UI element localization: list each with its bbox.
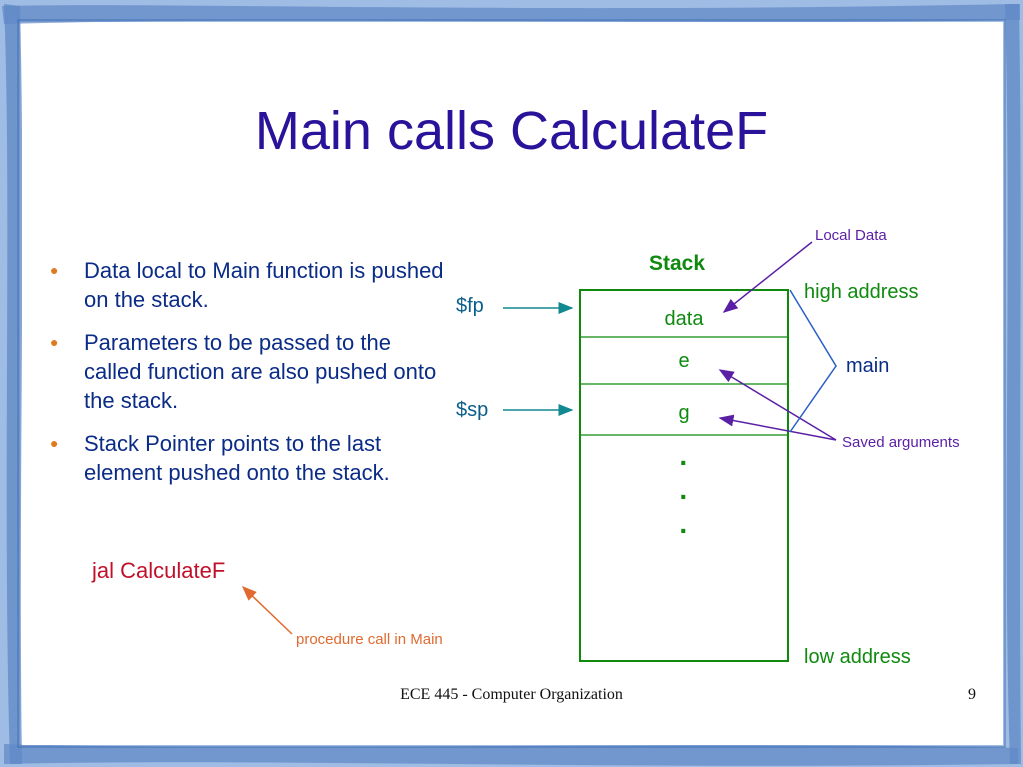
bullet-dot-icon: ● bbox=[50, 262, 59, 278]
call-annotation-arrow bbox=[241, 585, 293, 635]
local-data-label: Local Data bbox=[815, 227, 887, 244]
bullet-text: Stack Pointer points to the last element… bbox=[84, 431, 390, 485]
stack-cell-data: data bbox=[664, 308, 704, 330]
saved-arguments-label: Saved arguments bbox=[842, 434, 960, 451]
saved-args-arrow bbox=[718, 369, 837, 441]
page-number: 9 bbox=[968, 686, 976, 703]
bullet-dot-icon: ● bbox=[50, 435, 59, 451]
bullet-item: ● Parameters to be passed to the called … bbox=[50, 328, 450, 415]
call-instruction: jal CalculateF bbox=[92, 558, 226, 583]
call-annotation: procedure call in Main bbox=[296, 631, 443, 648]
stack-cell-e: e bbox=[678, 350, 690, 372]
saved-args-arrow bbox=[718, 414, 837, 441]
stack-ellipsis-dot: · bbox=[679, 515, 689, 546]
high-address-label: high address bbox=[804, 281, 919, 303]
slide-footer: ECE 445 - Computer Organization bbox=[400, 686, 623, 703]
bullet-list: ● Data local to Main function is pushed … bbox=[50, 256, 450, 501]
stack-ellipsis: · · · bbox=[580, 446, 788, 548]
bullet-text: Data local to Main function is pushed on… bbox=[84, 258, 444, 312]
main-brace bbox=[789, 289, 837, 433]
stack-box bbox=[579, 289, 789, 662]
bullet-item: ● Data local to Main function is pushed … bbox=[50, 256, 450, 314]
fp-label: $fp bbox=[456, 295, 484, 317]
stack-heading: Stack bbox=[649, 252, 706, 275]
main-label: main bbox=[846, 355, 890, 377]
bullet-dot-icon: ● bbox=[50, 334, 59, 350]
low-address-label: low address bbox=[804, 646, 911, 668]
stack-ellipsis-dot: · bbox=[679, 447, 689, 478]
local-data-arrow bbox=[722, 241, 813, 313]
stack-cell-g: g bbox=[678, 402, 690, 424]
sp-label: $sp bbox=[456, 399, 489, 421]
bullet-item: ● Stack Pointer points to the last eleme… bbox=[50, 429, 450, 487]
bullet-text: Parameters to be passed to the called fu… bbox=[84, 330, 437, 413]
stack-ellipsis-dot: · bbox=[679, 481, 689, 512]
slide-title: Main calls CalculateF bbox=[254, 101, 769, 161]
